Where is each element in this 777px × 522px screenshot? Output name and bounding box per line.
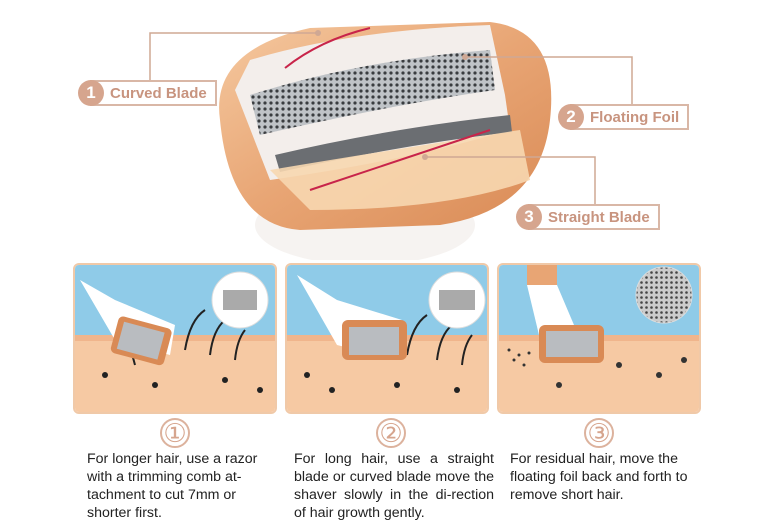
callout-number: 3	[516, 204, 542, 230]
step-1-illustration	[73, 263, 277, 414]
callout-label: Floating Foil	[590, 108, 680, 126]
step-3-description: For residual hair, move the floating foi…	[510, 451, 688, 503]
step-3-illustration	[497, 263, 701, 414]
callout-straight-blade: 3 Straight Blade	[516, 204, 660, 230]
step-1-description: For longer hair, use a razor with a trim…	[87, 451, 258, 521]
step-3-number: ③	[584, 418, 614, 448]
shaver-head-illustration	[219, 22, 552, 260]
step-2-illustration	[285, 263, 489, 414]
callout-floating-foil: 2 Floating Foil	[558, 104, 690, 130]
callout-label: Curved Blade	[110, 84, 207, 102]
callout-number: 1	[78, 80, 104, 106]
step-number-text: ②	[379, 418, 403, 448]
step-number-text: ①	[163, 418, 187, 448]
step-2-number: ②	[376, 418, 406, 448]
step-1-number: ①	[160, 418, 190, 448]
step-number-text: ③	[587, 418, 611, 448]
step-2-description: For long hair, use a straight blade or c…	[294, 451, 494, 521]
callout-curved-blade: 1 Curved Blade	[78, 80, 217, 106]
callout-label: Straight Blade	[548, 208, 650, 226]
callout-leader-lines	[149, 30, 633, 205]
callout-number: 2	[558, 104, 584, 130]
